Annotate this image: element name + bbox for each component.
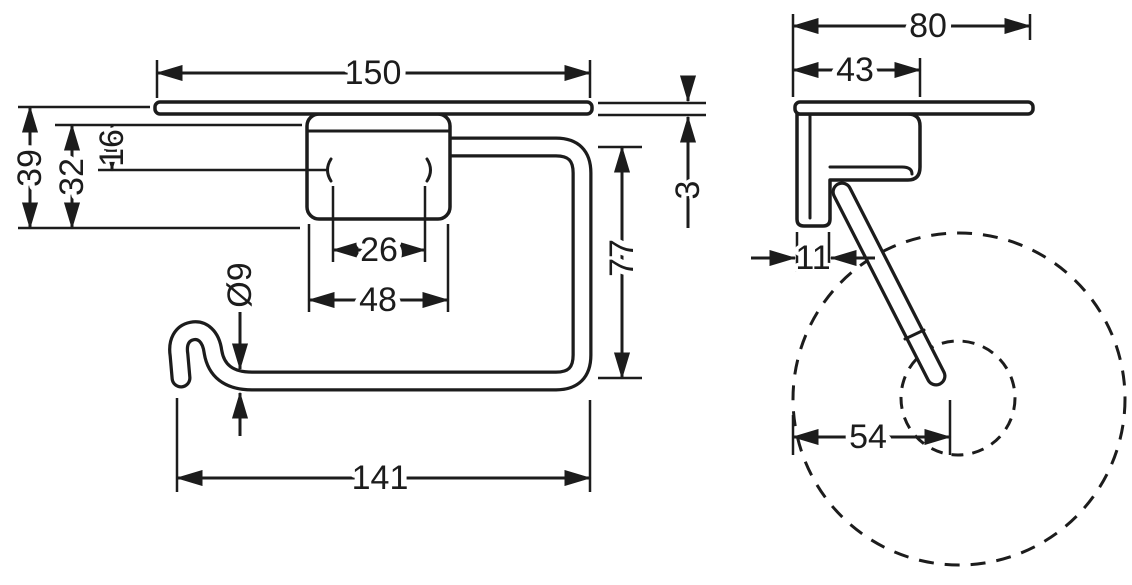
side-view [791, 100, 1127, 567]
dim-label-drop-height: 77 [603, 239, 641, 277]
arm-bend-line [903, 328, 926, 341]
bracket-fold-line [828, 165, 914, 176]
dim-label-hole-spacing: 26 [360, 231, 398, 269]
dim-label-total-height: 39 [11, 149, 49, 187]
shelf-side [793, 100, 1035, 116]
dimension-annotations-side: 80 43 11 54 [751, 2, 1032, 462]
toilet-roll-outline [791, 231, 1127, 567]
shelf-front [153, 100, 594, 116]
screw-hole-right [425, 157, 432, 183]
dim-label-bracket-depth: 43 [836, 51, 874, 89]
dim-label-shelf-thickness: 3 [669, 181, 707, 200]
dimension-annotations-front: 150 39 32 16 26 48 Ø9 77 [6, 49, 711, 503]
roll-core-outline [899, 339, 1017, 457]
screw-hole-left [326, 157, 333, 183]
dim-label-bar-diameter: Ø9 [221, 262, 259, 307]
dim-label-bar-width: 141 [352, 459, 409, 497]
dim-label-plate-depth: 11 [795, 239, 830, 277]
wall-bracket-side [795, 112, 922, 228]
dim-label-plate-height: 32 [53, 158, 91, 196]
mounting-plate [305, 112, 452, 221]
front-view [153, 100, 594, 392]
dim-label-plate-width: 48 [359, 281, 397, 319]
holder-arm-side [831, 181, 947, 387]
dim-label-shelf-width: 150 [345, 54, 402, 92]
dim-label-roll-offset: 54 [849, 418, 887, 456]
dim-label-shelf-depth: 80 [909, 7, 947, 45]
dim-label-hole-offset: 16 [93, 129, 131, 167]
roll-holder-bar [168, 136, 593, 392]
